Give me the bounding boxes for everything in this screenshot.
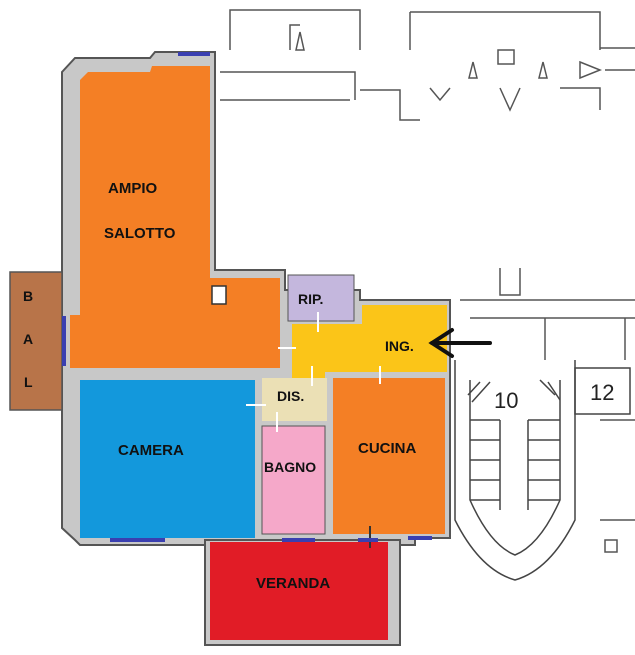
- staircase-number: 10: [494, 388, 519, 413]
- salotto-label-line2: SALOTTO: [104, 225, 176, 242]
- door-marks: [246, 312, 381, 548]
- bagno-label: BAGNO: [264, 459, 317, 475]
- room-ripostiglio: [287, 274, 355, 322]
- entrance-arrow-icon: [428, 328, 492, 358]
- ripostiglio-label: RIP.: [298, 291, 324, 307]
- room-bagno: [261, 425, 326, 535]
- disimpegno-label: DIS.: [277, 388, 305, 404]
- balcone-letter-3: L: [24, 374, 33, 390]
- windows: [62, 52, 432, 542]
- pillar: [211, 285, 227, 305]
- room-veranda: [210, 542, 388, 640]
- room-ingresso: [292, 305, 447, 385]
- salotto-label-line1: AMPIO: [108, 180, 158, 197]
- room-salotto: [70, 66, 280, 368]
- staircase: [454, 360, 631, 581]
- adjacent-unit-number: 12: [590, 380, 615, 405]
- building-context-top: [220, 9, 635, 121]
- balcone-letter-2: A: [23, 331, 34, 347]
- camera-label: CAMERA: [118, 442, 184, 459]
- balcone-letter-1: B: [23, 288, 34, 304]
- room-disimpegno: [262, 378, 327, 421]
- room-camera: [80, 380, 255, 538]
- room-balcone: [9, 271, 63, 411]
- building-context-right: [460, 268, 635, 553]
- ingresso-label: ING.: [385, 338, 414, 354]
- cucina-label: CUCINA: [358, 440, 417, 457]
- veranda-label: VERANDA: [256, 575, 331, 592]
- room-cucina: [333, 378, 445, 534]
